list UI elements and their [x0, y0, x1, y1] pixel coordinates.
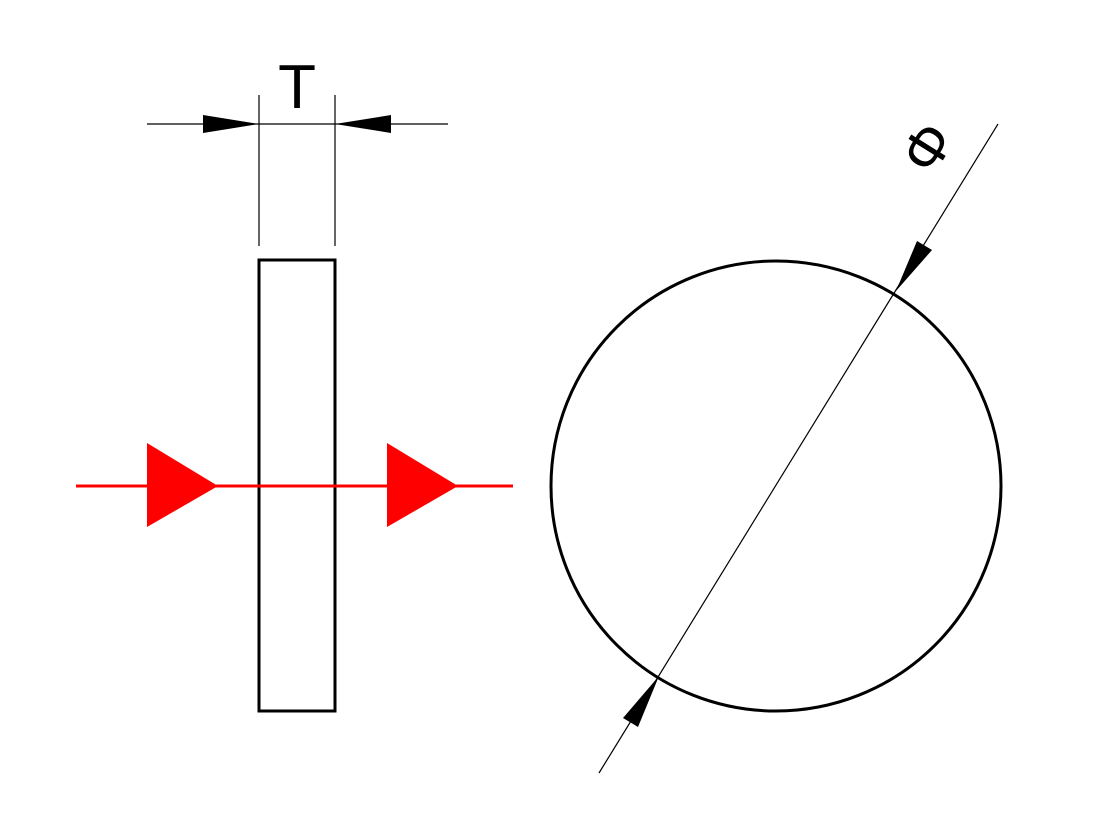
diameter-dimension: Φ [598, 111, 999, 774]
diameter-line [598, 123, 999, 774]
beam-arrow-in-icon [147, 443, 218, 527]
thickness-label: T [278, 53, 316, 122]
light-beam [76, 443, 513, 527]
arrowhead-up-icon [623, 676, 659, 727]
beam-arrow-out-icon [387, 443, 458, 527]
arrowhead-down-icon [896, 241, 932, 291]
arrowhead-left-icon [335, 115, 391, 133]
diameter-label: Φ [888, 111, 968, 185]
window-front-view [549, 259, 1003, 713]
thickness-dimension: T [147, 53, 448, 246]
arrowhead-right-icon [203, 115, 259, 133]
